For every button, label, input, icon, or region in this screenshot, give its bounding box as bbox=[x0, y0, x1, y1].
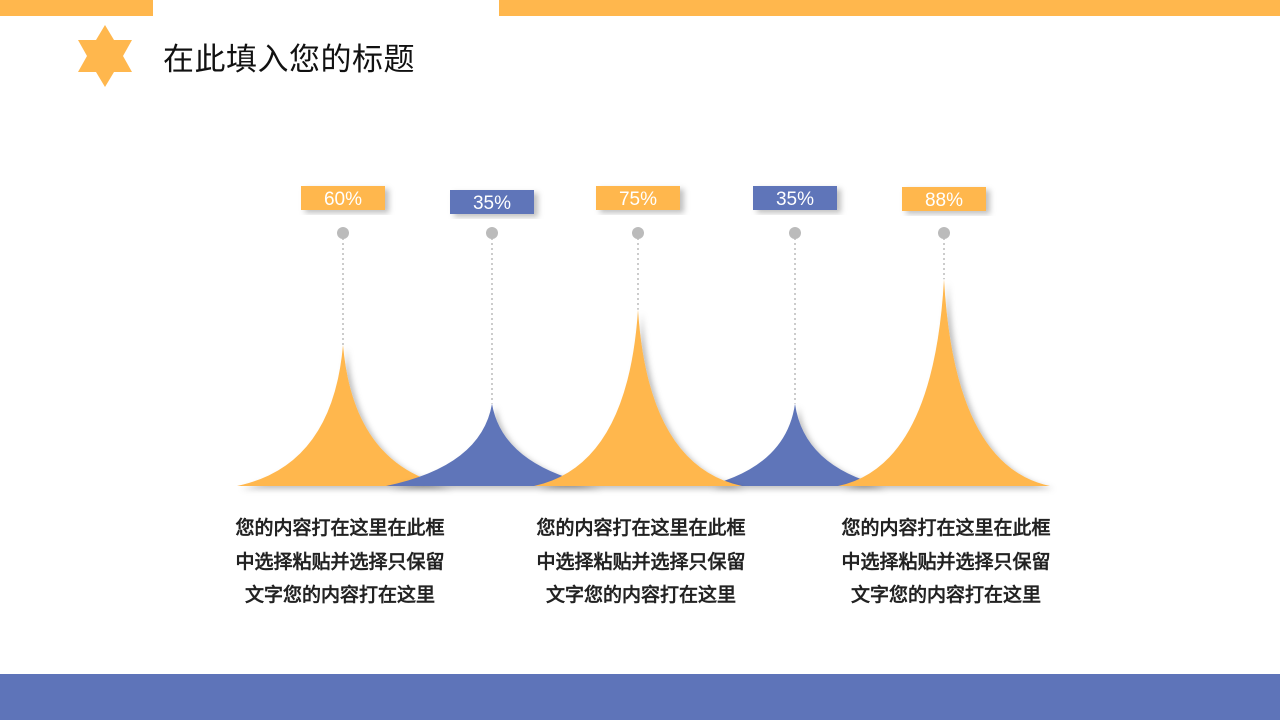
bottom-accent-bar bbox=[0, 674, 1280, 720]
value-label: 60% bbox=[324, 189, 362, 210]
description-block-2: 您的内容打在这里在此框 中选择粘贴并选择只保留 文字您的内容打在这里 bbox=[516, 512, 766, 613]
value-label: 88% bbox=[925, 190, 963, 211]
peak-shape-5 bbox=[838, 279, 1050, 486]
peak-shape-4 bbox=[707, 403, 883, 486]
description-line: 您的内容打在这里在此框 bbox=[536, 517, 746, 539]
leader-dot bbox=[337, 227, 349, 239]
description-line: 您的内容打在这里在此框 bbox=[235, 517, 445, 539]
peak-shape-3 bbox=[534, 309, 742, 486]
leader-dot bbox=[938, 227, 950, 239]
description-line: 文字您的内容打在这里 bbox=[850, 584, 1041, 606]
description-line: 中选择粘贴并选择只保留 bbox=[841, 550, 1051, 573]
peak-shape-1 bbox=[237, 345, 449, 486]
leader-dot bbox=[789, 227, 801, 239]
star-icon bbox=[78, 25, 132, 87]
description-line: 中选择粘贴并选择只保留 bbox=[235, 550, 445, 573]
description-line: 中选择粘贴并选择只保留 bbox=[536, 550, 746, 573]
description-block-3: 您的内容打在这里在此框 中选择粘贴并选择只保留 文字您的内容打在这里 bbox=[821, 512, 1071, 613]
value-label-box bbox=[450, 190, 534, 214]
value-label-box bbox=[753, 186, 837, 210]
value-label-box bbox=[902, 187, 986, 211]
value-label: 75% bbox=[619, 189, 657, 210]
value-label-box bbox=[596, 186, 680, 210]
description-line: 您的内容打在这里在此框 bbox=[841, 517, 1051, 539]
description-line: 文字您的内容打在这里 bbox=[545, 584, 736, 606]
leader-dot bbox=[632, 227, 644, 239]
leader-dot bbox=[486, 227, 498, 239]
peak-shape-2 bbox=[386, 403, 598, 486]
top-accent-bar-right bbox=[499, 0, 1280, 16]
page-title: 在此填入您的标题 bbox=[163, 42, 415, 78]
top-accent-bar-left bbox=[0, 0, 153, 16]
description-line: 文字您的内容打在这里 bbox=[244, 584, 435, 606]
value-label: 35% bbox=[776, 189, 814, 210]
description-block-1: 您的内容打在这里在此框 中选择粘贴并选择只保留 文字您的内容打在这里 bbox=[215, 512, 465, 613]
value-label-box bbox=[301, 186, 385, 210]
value-label: 35% bbox=[473, 193, 511, 214]
